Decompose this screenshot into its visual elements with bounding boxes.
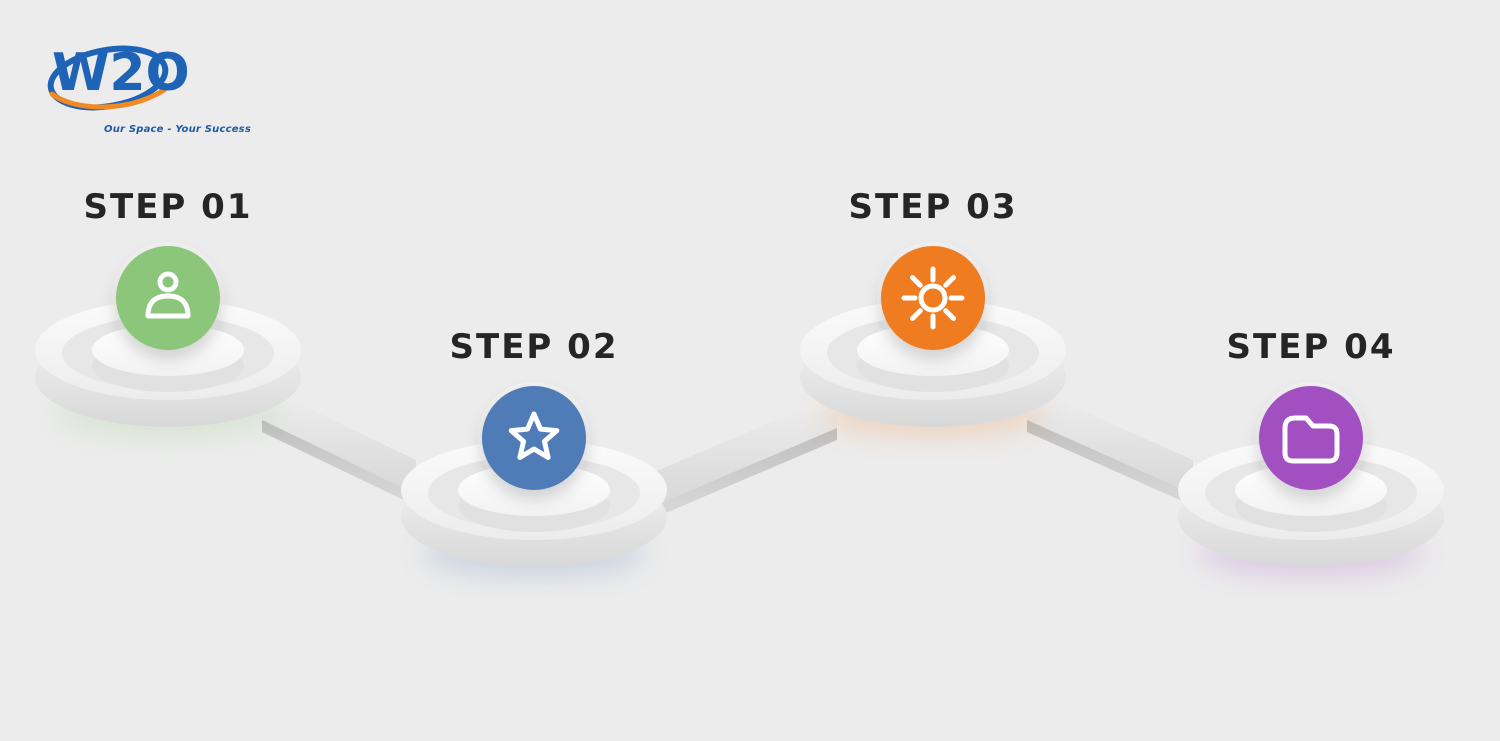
step-2 [401, 382, 667, 576]
gear-icon-tooth [909, 308, 923, 322]
step-title-1: STEP 01 [83, 187, 253, 227]
folder-icon-shape [1282, 415, 1340, 464]
person-icon-head [157, 271, 179, 293]
gear-icon-tooth [909, 274, 923, 288]
step-4 [1178, 382, 1444, 576]
step-3 [800, 242, 1066, 436]
star-icon [508, 411, 560, 460]
gear-icon-tooth [943, 274, 957, 288]
gear-badge [881, 246, 985, 350]
brand-logo: W2O Our Space - Your Success [34, 26, 251, 135]
star-badge [482, 386, 586, 490]
person-icon [145, 271, 191, 319]
star-icon-shape [508, 411, 560, 460]
logo-mark: W2O [47, 43, 190, 111]
gear-icon [901, 266, 965, 330]
step-title-4: STEP 04 [1226, 327, 1396, 367]
logo-tagline: Our Space - Your Success [104, 124, 251, 135]
step-title-3: STEP 03 [848, 187, 1018, 227]
folder-badge [1259, 386, 1363, 490]
step-1 [35, 242, 301, 436]
connector-bridge [654, 394, 837, 518]
connector-bridge [262, 386, 416, 506]
person-icon-body [145, 293, 191, 319]
connector-bridge [1027, 386, 1193, 506]
gear-icon-tooth [943, 308, 957, 322]
folder-icon [1282, 415, 1340, 464]
gear-icon-core [918, 283, 948, 313]
step-title-2: STEP 02 [449, 327, 619, 367]
logo-wordmark: W2O [52, 43, 190, 103]
